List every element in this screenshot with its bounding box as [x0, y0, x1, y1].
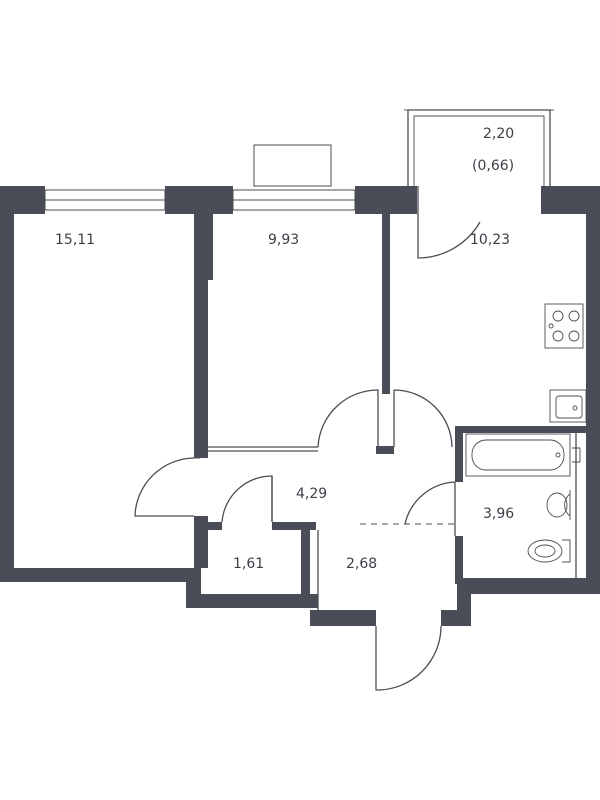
label-entrance: 2,68 [346, 556, 377, 572]
door-entrance [375, 625, 442, 691]
label-room-left: 15,11 [55, 232, 95, 248]
wardrobe-left-jog [186, 568, 201, 608]
interior-walls [194, 214, 586, 610]
bathroom-left-wall-lower [455, 536, 463, 584]
wall-left-middle [194, 214, 208, 458]
wardrobe-top-wall [194, 522, 222, 530]
windows [44, 144, 356, 211]
bathtub [465, 433, 571, 477]
wardrobe-right-wall [301, 522, 310, 608]
door-balcony [417, 186, 481, 259]
wardrobe-top-wall-right [272, 522, 316, 530]
kitchen-sink [549, 389, 587, 423]
bottom-wall-bathroom [457, 578, 600, 594]
bottom-wall-wardrobe [186, 594, 318, 608]
label-hall: 4,29 [296, 486, 327, 502]
top-wall-3 [355, 186, 417, 214]
bottom-wall-left [0, 568, 201, 582]
washbasin [564, 490, 571, 520]
bottom-wall-entrance-left [310, 610, 376, 626]
area-labels: 15,11 9,93 10,23 2,20 (0,66) 4,29 1,61 2… [55, 126, 514, 572]
ac-unit-box [253, 144, 332, 187]
label-kitchen: 10,23 [470, 232, 510, 248]
toilet [562, 539, 571, 563]
door-kitchen [393, 389, 453, 448]
label-balcony-area: 2,20 [483, 126, 514, 142]
label-balcony-coef: (0,66) [472, 158, 514, 174]
label-wardrobe: 1,61 [233, 556, 264, 572]
wall-left-middle-notch [206, 214, 213, 280]
bathroom-left-wall-upper [455, 426, 463, 482]
left-wall [0, 186, 14, 582]
door-middle-room [317, 389, 379, 448]
balcony [404, 109, 554, 186]
wall-middle-kitchen [382, 214, 390, 394]
label-bathroom: 3,96 [483, 506, 514, 522]
stove [544, 303, 584, 349]
outer-walls [0, 186, 600, 626]
wall-middle-kitchen-end [376, 446, 394, 454]
bathroom-fixtures [465, 433, 581, 563]
door-left-room [134, 457, 195, 517]
bathroom-top-wall [455, 426, 586, 433]
right-wall [586, 186, 600, 582]
doors [134, 186, 481, 691]
kitchen-fixtures [544, 303, 587, 423]
label-room-middle: 9,93 [268, 232, 299, 248]
top-wall-2 [165, 186, 233, 214]
door-bathroom [404, 481, 456, 536]
door-wardrobe [221, 475, 273, 523]
